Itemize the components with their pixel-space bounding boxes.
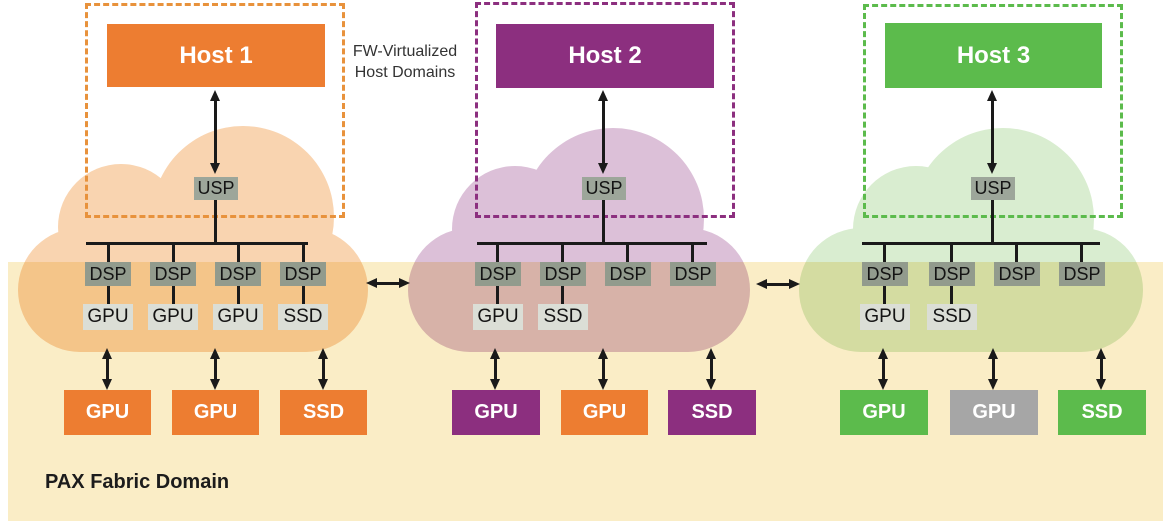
host2-fabric-arrow1 xyxy=(490,348,500,390)
host3-cloud-device2: SSD xyxy=(927,304,977,330)
host1-bus-line xyxy=(86,242,308,245)
host1-usp-arrow xyxy=(210,90,220,174)
host1-dsp1-box: DSP xyxy=(85,262,131,286)
host2-fabric-arrow2 xyxy=(598,348,608,390)
host2-domain-border xyxy=(475,2,735,218)
host2-dsp3-box: DSP xyxy=(605,262,651,286)
host1-dsp2-box: DSP xyxy=(150,262,196,286)
host2-fabric-device2: GPU xyxy=(561,390,648,435)
host2-dev2-stem xyxy=(561,286,564,304)
host3-dsp4-drop xyxy=(1080,244,1083,262)
host1-fabric-device3: SSD xyxy=(280,390,367,435)
host1-fabric-arrow2 xyxy=(210,348,220,390)
host1-dev4-stem xyxy=(302,286,305,304)
host2-usp-arrow xyxy=(598,90,608,174)
host1-fabric-device2: GPU xyxy=(172,390,259,435)
host1-dev2-stem xyxy=(172,286,175,304)
host2-fabric-device1: GPU xyxy=(452,390,540,435)
cloud2-cloud3-link-arrow xyxy=(756,279,800,289)
host3-box: Host 3 xyxy=(885,23,1102,88)
host1-usp-stem xyxy=(214,200,217,242)
host1-cloud-device3: GPU xyxy=(213,304,263,330)
host3-fabric-arrow1 xyxy=(878,348,888,390)
host2-dsp4-drop xyxy=(691,244,694,262)
host3-fabric-device2: GPU xyxy=(950,390,1038,435)
host2-dsp3-drop xyxy=(626,244,629,262)
host3-dsp3-drop xyxy=(1015,244,1018,262)
host3-usp-arrow xyxy=(987,90,997,174)
host3-dsp1-drop xyxy=(883,244,886,262)
host1-dev1-stem xyxy=(107,286,110,304)
host1-dsp1-drop xyxy=(107,244,110,262)
pax-fabric-domain-label: PAX Fabric Domain xyxy=(45,471,230,493)
host3-dsp2-drop xyxy=(950,244,953,262)
host2-cloud-device1: GPU xyxy=(473,304,523,330)
fw-virtualized-host-domains-label: FW-Virtualized Host Domains xyxy=(336,41,474,83)
cloud1-cloud2-link-arrow xyxy=(366,278,410,288)
host1-dsp3-box: DSP xyxy=(215,262,261,286)
host2-fabric-device3: SSD xyxy=(668,390,756,435)
host1-cloud-device4: SSD xyxy=(278,304,328,330)
host3-dsp4-box: DSP xyxy=(1059,262,1105,286)
host2-usp-stem xyxy=(602,200,605,242)
host1-dsp3-drop xyxy=(237,244,240,262)
fw-virtualized-line1: FW-Virtualized xyxy=(352,43,458,60)
host1-fabric-device1: GPU xyxy=(64,390,151,435)
host2-box: Host 2 xyxy=(496,24,714,88)
host1-dsp4-drop xyxy=(302,244,305,262)
host1-cloud-device1: GPU xyxy=(83,304,133,330)
host1-cloud-device2: GPU xyxy=(148,304,198,330)
host2-dsp2-box: DSP xyxy=(540,262,586,286)
host1-dev3-stem xyxy=(237,286,240,304)
host3-fabric-device3: SSD xyxy=(1058,390,1146,435)
host2-bus-line xyxy=(477,242,707,245)
host2-dsp2-drop xyxy=(561,244,564,262)
host3-cloud-device1: GPU xyxy=(860,304,910,330)
host1-usp-box: USP xyxy=(194,177,238,200)
host3-dev1-stem xyxy=(883,286,886,304)
fw-virtualized-line2: Host Domains xyxy=(354,64,456,81)
host3-bus-line xyxy=(862,242,1100,245)
host3-dev2-stem xyxy=(950,286,953,304)
host1-fabric-arrow1 xyxy=(102,348,112,390)
host2-cloud-device2: SSD xyxy=(538,304,588,330)
host3-fabric-device1: GPU xyxy=(840,390,928,435)
host3-dsp3-box: DSP xyxy=(994,262,1040,286)
host2-dev1-stem xyxy=(496,286,499,304)
host2-dsp1-box: DSP xyxy=(475,262,521,286)
host3-fabric-arrow2 xyxy=(988,348,998,390)
host1-box: Host 1 xyxy=(107,24,325,87)
host3-dsp2-box: DSP xyxy=(929,262,975,286)
host3-fabric-arrow3 xyxy=(1096,348,1106,390)
host1-dsp2-drop xyxy=(172,244,175,262)
host1-fabric-arrow3 xyxy=(318,348,328,390)
host3-usp-stem xyxy=(991,200,994,242)
host3-usp-box: USP xyxy=(971,177,1015,200)
host2-usp-box: USP xyxy=(582,177,626,200)
host2-dsp1-drop xyxy=(496,244,499,262)
host1-dsp4-box: DSP xyxy=(280,262,326,286)
host2-fabric-arrow3 xyxy=(706,348,716,390)
host3-dsp1-box: DSP xyxy=(862,262,908,286)
host2-dsp4-box: DSP xyxy=(670,262,716,286)
